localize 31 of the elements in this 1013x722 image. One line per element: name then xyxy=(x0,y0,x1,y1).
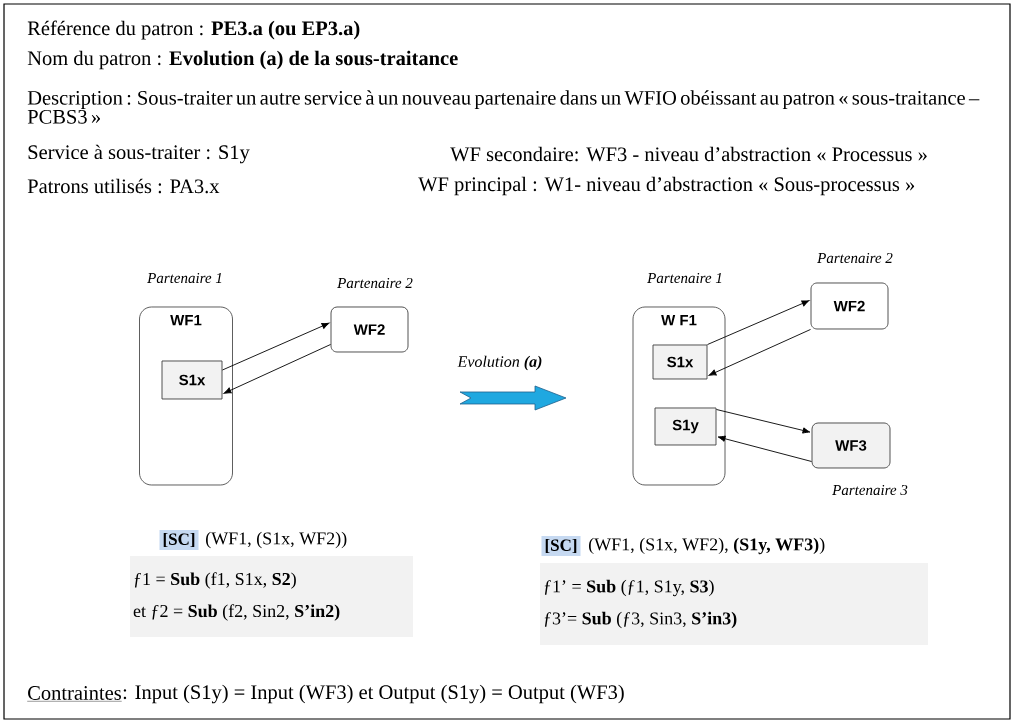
underlined-heading: Contraintes xyxy=(27,686,122,702)
highlighted-tag: [SC] xyxy=(541,535,581,557)
arrow xyxy=(717,435,812,462)
text-line: Référence du patron : PE3.a (ou EP3.a) xyxy=(27,20,360,40)
partner-label: Partenaire 2 xyxy=(337,277,413,289)
arrow xyxy=(222,322,330,371)
arrow xyxy=(716,409,811,434)
formula-box: ƒ1’ = Sub (ƒ1, S1y, S3) ƒ3’= Sub (ƒ3, Sin3, S’in3) xyxy=(540,563,928,645)
workflow-box: WF3 xyxy=(811,422,891,469)
workflow-box: WF2 xyxy=(810,282,889,330)
text-line: Service à sous-traiter : S1y xyxy=(28,144,250,164)
partner-label: Partenaire 2 xyxy=(817,252,893,264)
arrow xyxy=(707,300,810,345)
text-line: WF secondaire: WF3 - niveau d’abstraction « Processus » xyxy=(450,146,927,162)
service-box: S1x xyxy=(161,360,223,400)
service-box: S1y xyxy=(654,407,717,446)
text-line: WF principal : W1- niveau d’abstraction « Sous-processus » xyxy=(418,176,915,196)
partner-label: Partenaire 1 xyxy=(147,272,222,284)
partner-label: Partenaire 1 xyxy=(647,272,722,284)
workflow-box: WF2 xyxy=(330,306,409,353)
service-box: S1x xyxy=(652,344,708,380)
formula-box: ƒ1 = Sub (f1, S1x, S2) et ƒ2 = Sub (f2, Sin2, S’in2) xyxy=(130,556,413,637)
highlighted-tag: [SC] xyxy=(159,529,199,551)
text-line: : Input (S1y) = Input (WF3) et Output (S1y) = Output (WF3) xyxy=(123,684,624,704)
text-line: Nom du patron : Evolution (a) de la sous-traitance xyxy=(27,50,458,70)
evolution-label: Evolution (a) xyxy=(457,355,542,371)
arrow xyxy=(223,344,331,394)
arrow xyxy=(708,329,811,376)
partner-label: Partenaire 3 xyxy=(832,484,908,496)
text-line: Patrons utilisés : PA3.x xyxy=(27,178,220,194)
description-text: Description : Sous-traiter un autre service à un nouveau partenaire dans un WFIO obéissant au patron « sous-traitance – PCBS3 » xyxy=(27,90,980,124)
